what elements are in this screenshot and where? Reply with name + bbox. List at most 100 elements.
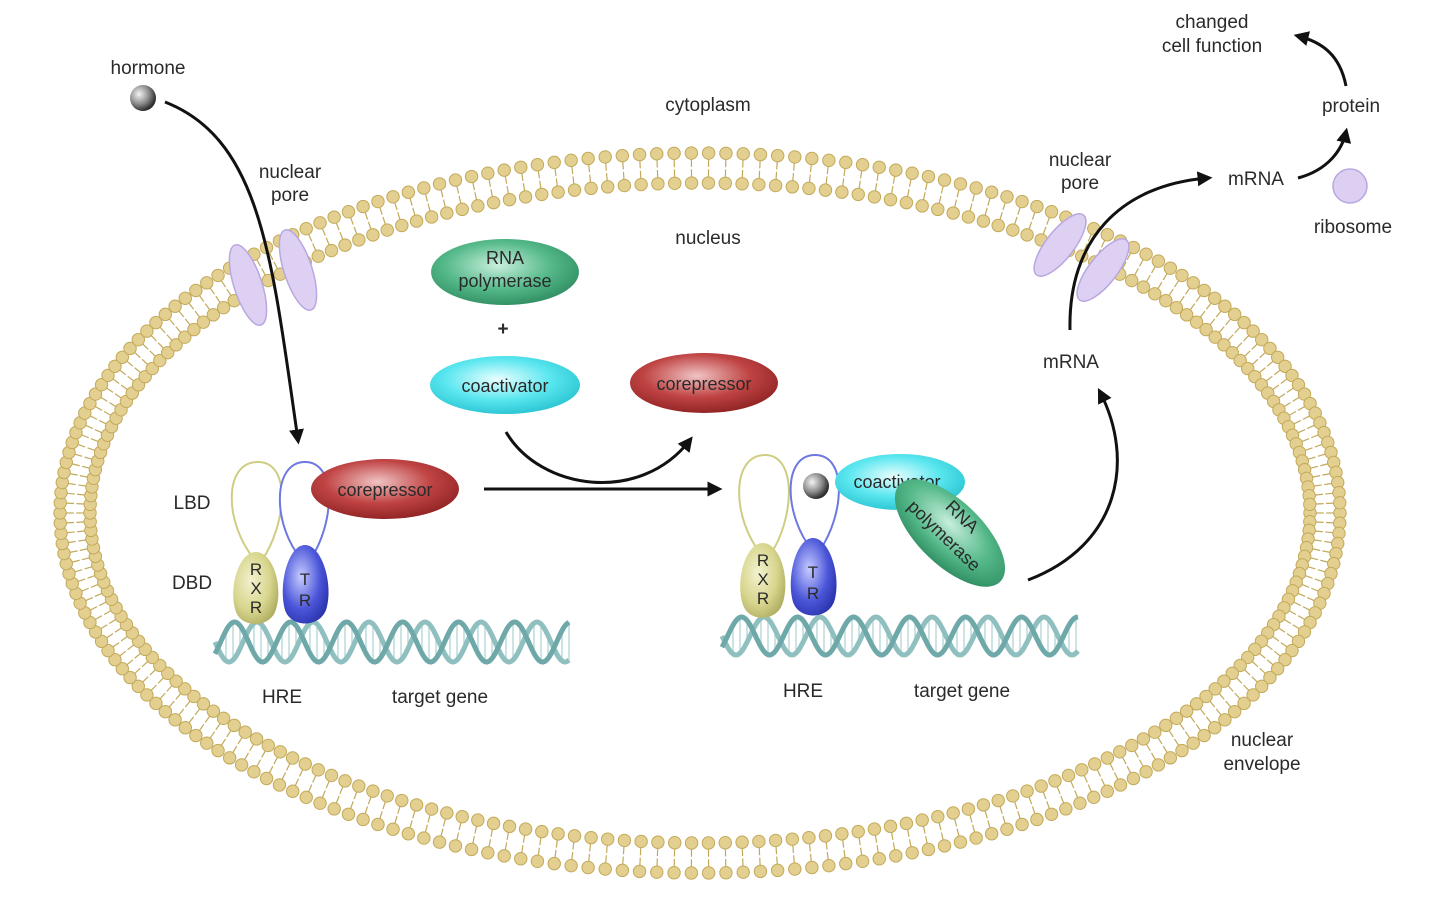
lipid-head-inner — [1136, 280, 1151, 294]
lipid-head-inner — [651, 177, 665, 191]
lipid-head-outer — [615, 148, 630, 163]
lipid-head-outer — [514, 852, 528, 866]
lipid-head-outer — [497, 163, 511, 177]
changed-label-line1: changed — [1176, 12, 1249, 33]
lipid-head-outer — [805, 860, 819, 875]
lipid-head-outer — [401, 827, 416, 841]
lipid-head-inner — [1217, 674, 1231, 688]
lipid-head-outer — [432, 835, 447, 849]
pore-right-label-line2: pore — [1061, 173, 1099, 194]
lipid-head-inner — [196, 315, 211, 329]
lipid-head-inner — [551, 185, 565, 199]
lipid-head-outer — [356, 199, 370, 214]
rxr-lbd-left — [230, 460, 283, 561]
coactivator-free: coactivator — [430, 356, 580, 414]
lipid-head-outer — [1030, 199, 1044, 214]
lipid-head-outer — [1285, 643, 1299, 658]
lipid-head-outer — [497, 849, 511, 863]
lipid-head-inner — [196, 697, 211, 711]
lipid-head-outer — [313, 796, 327, 810]
lipid-head-inner — [455, 202, 469, 217]
lipid-head-inner — [915, 199, 929, 213]
lipid-head-inner — [1169, 300, 1184, 315]
lipid-head-inner — [261, 738, 275, 753]
lipid-head-outer — [149, 315, 163, 330]
dna-helix-left — [212, 619, 571, 665]
lipid-head-inner — [1208, 330, 1222, 344]
pore-right-label-line1: nuclear — [1049, 150, 1112, 171]
lipid-head-outer — [1073, 796, 1087, 810]
lipid-head-inner — [249, 732, 264, 746]
lipid-head-outer — [1285, 368, 1299, 383]
lipid-head-outer — [1100, 784, 1115, 798]
lipid-head-outer — [667, 146, 681, 160]
lipid-head-inner — [395, 793, 409, 808]
lipid-head-inner — [395, 218, 409, 233]
lipid-head-outer — [234, 758, 249, 772]
lipid-head-inner — [238, 725, 252, 739]
lipid-head-inner — [1006, 223, 1020, 237]
plus-sign: + — [497, 319, 508, 340]
lipid-head-inner — [424, 210, 439, 224]
lipid-head-outer — [937, 839, 952, 853]
lipid-head-inner — [178, 330, 192, 344]
lipid-head-inner — [311, 249, 325, 263]
lipid-head-inner — [1136, 732, 1151, 746]
lipid-head-inner — [883, 819, 898, 834]
lipid-head-inner — [991, 793, 1005, 808]
dna-helix-right — [719, 614, 1080, 658]
lipid-head-inner — [380, 223, 394, 237]
lipid-head-outer — [115, 662, 130, 676]
lipid-head-inner — [352, 779, 366, 793]
lipid-head-outer — [684, 146, 699, 160]
lipid-head-outer — [788, 862, 802, 876]
lipid-head-inner — [338, 774, 352, 788]
lipid-head-inner — [684, 836, 699, 850]
lipid-head-outer — [1263, 341, 1277, 356]
lipid-head-inner — [285, 751, 300, 765]
lipid-head-inner — [785, 180, 800, 194]
hormone-label: hormone — [111, 58, 186, 79]
lipid-head-outer — [632, 864, 647, 879]
lipid-head-inner — [867, 190, 882, 204]
lipid-head-inner — [1225, 666, 1239, 681]
protein-label: protein — [1322, 96, 1380, 117]
lipid-head-outer — [178, 291, 192, 305]
dbd-label: DBD — [172, 573, 212, 594]
lipid-head-outer — [1278, 653, 1292, 667]
lipid-head-inner — [1061, 768, 1076, 783]
tr-letters-left: TR — [299, 570, 311, 610]
lipid-head-outer — [356, 812, 370, 827]
lipid-head-inner — [976, 798, 991, 812]
lipid-head-outer — [530, 158, 545, 172]
lipid-head-outer — [211, 268, 225, 283]
lipid-head-inner — [851, 187, 865, 202]
lipid-head-outer — [1186, 276, 1200, 290]
lipid-head-outer — [889, 849, 903, 863]
lipid-head-inner — [409, 798, 424, 812]
lipid-head-outer — [464, 169, 479, 184]
lipid-head-inner — [718, 836, 732, 850]
hormone-molecule — [130, 85, 156, 111]
lipid-head-outer — [448, 839, 463, 853]
lipid-head-outer — [386, 190, 400, 204]
lipid-head-inner — [931, 202, 945, 217]
lipid-head-inner — [486, 195, 501, 210]
lipid-head-inner — [946, 206, 960, 220]
lipid-head-outer — [753, 864, 768, 879]
lipid-head-outer — [1015, 194, 1029, 209]
receptor-complex-left: RXR TR corepressor — [230, 459, 459, 624]
lipid-head-outer — [1175, 743, 1189, 758]
lipid-head-outer — [94, 377, 109, 392]
lipid-head-inner — [1303, 497, 1317, 512]
lipid-head-outer — [547, 856, 561, 871]
nuclear-envelope-label-line2: envelope — [1223, 754, 1300, 775]
lipid-head-inner — [915, 813, 929, 827]
lipid-head-outer — [921, 169, 936, 184]
lipid-head-outer — [969, 831, 983, 845]
lipid-head-inner — [668, 836, 682, 850]
lipid-head-inner — [338, 238, 352, 252]
lipid-head-outer — [88, 387, 103, 401]
mrna-cytoplasm-label: mRNA — [1228, 169, 1284, 190]
